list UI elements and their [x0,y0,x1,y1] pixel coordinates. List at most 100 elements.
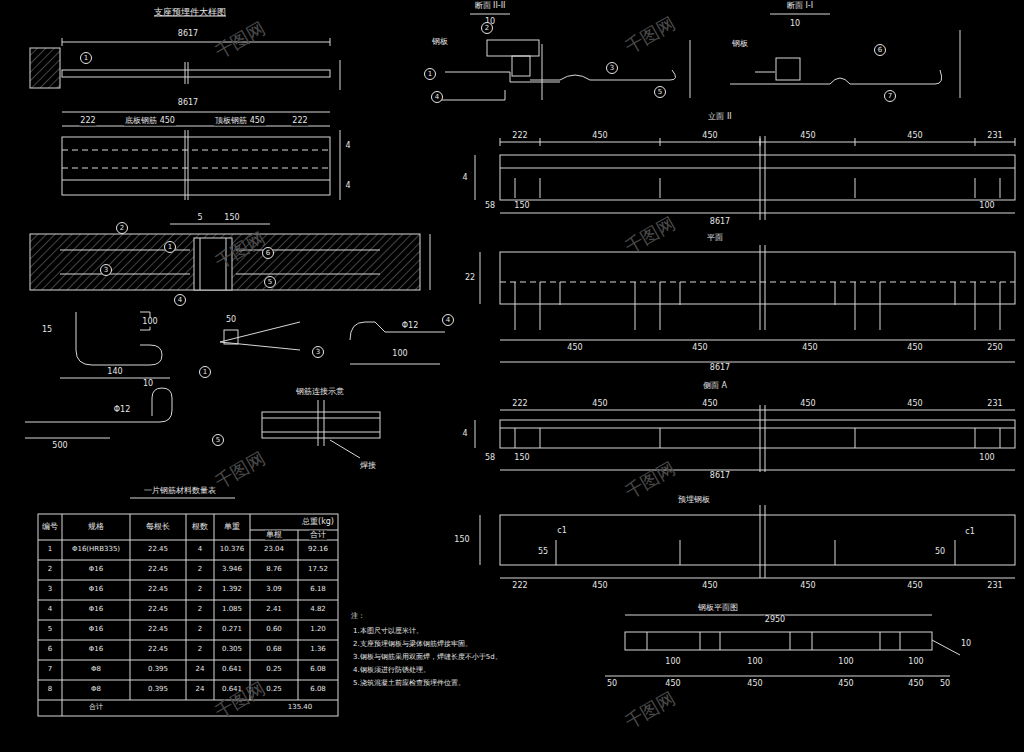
dimension-text: 根数 [191,523,209,532]
table-cell: 6 [47,646,53,654]
note-text: 2.支座预埋钢板与梁体钢筋焊接牢固。 [352,641,473,649]
watermark: 千图网 [621,687,679,732]
drawing-title: 支座预埋件大样图 [154,6,226,19]
dimension-text: 150 [223,214,240,223]
table-cell: 7 [47,666,53,674]
dimension-text: 50 [225,316,237,325]
dimension-text: 8617 [709,364,731,373]
dimension-text: 450 [701,132,718,141]
table-cell: 23.04 [263,546,285,554]
table-cell: Φ16 [88,646,104,654]
callout-number: 1 [80,52,92,64]
dimension-text: 222 [79,117,96,126]
dimension-text: 100 [907,658,924,667]
callout-number: 5 [264,276,276,288]
dimension-text: 100 [837,658,854,667]
callout-number: 2 [481,22,493,34]
dimension-text: 100 [746,658,763,667]
dimension-text: 10 [142,380,154,389]
dimension-text: Φ12 [401,322,419,331]
note-text: 1.本图尺寸以厘米计。 [352,628,424,636]
table-cell: 5 [47,626,53,634]
callout-number: 4 [442,314,454,326]
dimension-text: 钢筋连接示意 [295,388,345,397]
dimension-text: 10 [960,640,972,649]
dimension-text: 58 [484,454,496,463]
note-text: 注： [350,613,366,621]
dimension-text: 222 [511,400,528,409]
table-cell: 2 [197,566,203,574]
note-text: 3.钢板与钢筋采用双面焊，焊缝长度不小于5d。 [352,654,503,662]
dimension-text: 100 [664,658,681,667]
table-cell: 2 [197,626,203,634]
watermark: 千图网 [621,457,679,502]
dimension-text: c1 [556,527,568,536]
table-cell: 0.25 [265,666,283,674]
dimension-text: 22 [464,274,476,283]
table-cell: 3.09 [265,586,283,594]
dimension-text: 450 [837,680,854,689]
dimension-text: 立面 II [707,113,732,122]
watermark: 千图网 [211,17,269,62]
watermark: 千图网 [621,212,679,257]
table-cell: 1.36 [309,646,327,654]
table-cell: 6.08 [309,686,327,694]
dimension-text: 单重 [223,523,241,532]
dimension-text: 250 [986,344,1003,353]
table-cell: 1 [47,546,53,554]
dimension-text: 侧面 A [702,382,728,391]
callout-number: 3 [100,264,112,276]
dimension-text: 10 [789,20,801,29]
table-cell: 2 [197,586,203,594]
watermark: 千图网 [211,447,269,492]
table-cell: 2 [47,566,53,574]
dimension-text: 55 [537,548,549,557]
dimension-text: Φ12 [113,406,131,415]
dimension-text: 450 [591,400,608,409]
dimension-text: 钢板平面图 [697,604,739,613]
dimension-text: 450 [906,582,923,591]
dimension-text: 150 [513,454,530,463]
dimension-text: 合计 [309,531,327,540]
dimension-text: 58 [484,202,496,211]
dimension-text: 钢板 [731,40,749,49]
dimension-text: c1 [964,528,976,537]
table-cell: 92.16 [307,546,329,554]
dimension-text: 每根长 [145,523,171,532]
table-cell: 0.271 [221,626,243,634]
table-cell: 10.376 [219,546,246,554]
table-cell: Φ8 [90,686,102,694]
table-cell: 4 [47,606,53,614]
table-cell: 6.18 [309,586,327,594]
dimension-text: 100 [978,454,995,463]
dimension-text: 预埋钢板 [677,496,711,505]
dimension-text: 450 [701,400,718,409]
dimension-text: 450 [906,344,923,353]
dimension-text: 4 [344,142,351,151]
table-cell: 4.82 [309,606,327,614]
dimension-text: 规格 [87,523,105,532]
callout-number: 4 [174,294,186,306]
note-text: 5.浇筑混凝土前应检查预埋件位置。 [352,680,466,688]
table-cell: 0.395 [147,686,169,694]
table-cell: 0.395 [147,666,169,674]
dimension-text: 450 [799,132,816,141]
dimension-text: 焊接 [359,462,377,471]
table-cell: Φ16(HRB335) [71,546,121,554]
dimension-text: 平面 [706,234,724,243]
table-cell: Φ8 [90,666,102,674]
table-cell: 0.305 [221,646,243,654]
dimension-text: 450 [566,344,583,353]
note-text: 4.钢板须进行防锈处理。 [352,667,431,675]
table-cell: 22.45 [147,546,169,554]
dimension-text: 500 [51,442,68,451]
dimension-text: 222 [291,117,308,126]
dimension-text: 钢板 [431,38,449,47]
dimension-text: 450 [906,132,923,141]
dimension-text: 450 [591,582,608,591]
table-cell: Φ16 [88,606,104,614]
dimension-text: 140 [106,368,123,377]
dimension-text: 底板钢筋 450 [124,117,176,126]
watermark: 千图网 [621,12,679,57]
